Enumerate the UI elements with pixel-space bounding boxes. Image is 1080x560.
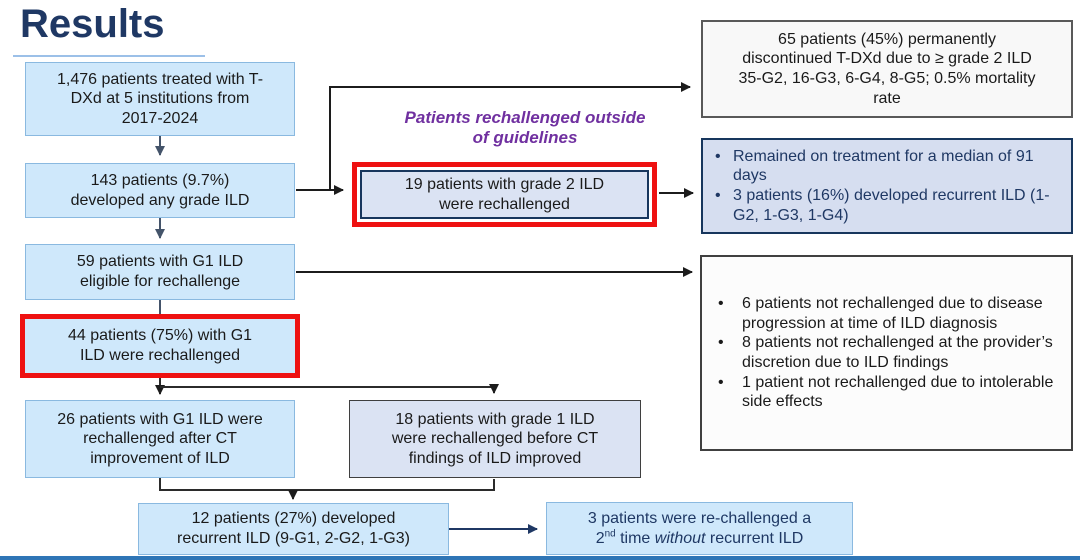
info-box-discontinued-line: rate: [873, 89, 901, 107]
not-rechallenged-bullet-list: 6 patients not rechallenged due to disea…: [708, 294, 1065, 411]
info-box-discontinued: 65 patients (45%) permanently discontinu…: [701, 20, 1073, 118]
flow-box-rechallenged-after-ct-line: 26 patients with G1 ILD were: [57, 410, 263, 428]
flow-box-developed-ild-line: developed any grade ILD: [70, 191, 250, 209]
italic-word: without: [654, 529, 706, 547]
flow-box-rechallenged-before-ct-line: were rechallenged before CT: [391, 430, 599, 448]
annotation-line: Patients rechallenged outside: [404, 108, 646, 127]
annotation-line: of guidelines: [472, 128, 578, 148]
flow-box-rechallenged-after-ct-line: improvement of ILD: [90, 449, 230, 467]
bullet-item: 8 patients not rechallenged at the provi…: [708, 333, 1065, 372]
flow-box-second-rechallenge-line1: 3 patients were re-challenged a: [587, 509, 812, 527]
page-title: Results: [20, 2, 165, 46]
flow-box-outside-guidelines-inner: 19 patients with grade 2 ILD were rechal…: [360, 170, 649, 219]
flow-box-rechallenged-after-ct: 26 patients with G1 ILD were rechallenge…: [25, 400, 295, 478]
info-box-discontinued-line: 35-G2, 16-G3, 6-G4, 8-G5; 0.5% mortality: [738, 70, 1036, 87]
info-box-discontinued-line: 65 patients (45%) permanently: [778, 30, 996, 48]
flow-box-rechallenged-g1-line: ILD were rechallenged: [79, 347, 241, 364]
flow-box-treated-line: 1,476 patients treated with T-: [56, 70, 264, 88]
flow-box-outside-guidelines-highlighted: 19 patients with grade 2 ILD were rechal…: [352, 162, 657, 227]
flow-box-treated-line: 2017-2024: [121, 109, 199, 127]
slide-footer-bar: [0, 556, 1080, 560]
flow-box-second-rechallenge: 3 patients were re-challenged a 2nd time…: [546, 502, 853, 555]
flow-box-eligible-line: eligible for rechallenge: [79, 273, 241, 290]
bullet-item: 3 patients (16%) developed recurrent ILD…: [709, 186, 1065, 225]
flow-box-recurrent-ild-line: recurrent ILD (9-G1, 2-G2, 1-G3): [177, 530, 410, 547]
bullet-item: 6 patients not rechallenged due to disea…: [708, 294, 1065, 333]
flow-box-recurrent-ild: 12 patients (27%) developed recurrent IL…: [138, 503, 449, 555]
flow-box-rechallenged-after-ct-line: rechallenged after CT: [83, 430, 237, 448]
flow-box-eligible-line: 59 patients with G1 ILD: [76, 253, 244, 271]
flow-box-rechallenged-before-ct: 18 patients with grade 1 ILD were rechal…: [349, 400, 641, 478]
flow-box-rechallenged-before-ct-line: 18 patients with grade 1 ILD: [395, 410, 595, 428]
flow-box-rechallenged-g1-highlighted: 44 patients (75%) with G1 ILD were recha…: [20, 314, 300, 378]
outcome-g2-bullet-list: Remained on treatment for a median of 91…: [709, 147, 1065, 225]
flow-box-treated-line: DXd at 5 institutions from: [70, 90, 250, 108]
title-underline: [13, 55, 205, 57]
flow-box-eligible: 59 patients with G1 ILD eligible for rec…: [25, 244, 295, 300]
ordinal-superscript: nd: [604, 528, 616, 540]
flow-box-outside-guidelines-line: 19 patients with grade 2 ILD: [404, 175, 605, 193]
info-box-outcome-g2: Remained on treatment for a median of 91…: [701, 138, 1073, 234]
flow-box-rechallenged-before-ct-line: findings of ILD improved: [408, 449, 582, 467]
flow-box-second-rechallenge-line2: 2nd time without recurrent ILD: [595, 528, 804, 547]
flow-box-rechallenged-g1-line: 44 patients (75%) with G1: [67, 327, 253, 345]
info-box-not-rechallenged: 6 patients not rechallenged due to disea…: [700, 255, 1073, 451]
outside-guidelines-annotation: Patients rechallenged outside of guideli…: [350, 108, 700, 149]
flow-box-developed-ild: 143 patients (9.7%) developed any grade …: [25, 163, 295, 218]
flow-box-recurrent-ild-line: 12 patients (27%) developed: [191, 510, 396, 528]
flow-box-developed-ild-line: 143 patients (9.7%): [90, 171, 230, 189]
flow-box-treated: 1,476 patients treated with T- DXd at 5 …: [25, 62, 295, 136]
info-box-discontinued-line: discontinued T-DXd due to ≥ grade 2 ILD: [742, 50, 1032, 68]
bullet-item: 1 patient not rechallenged due to intole…: [708, 373, 1065, 412]
bullet-item: Remained on treatment for a median of 91…: [709, 147, 1065, 186]
flow-box-outside-guidelines-line: were rechallenged: [439, 195, 570, 213]
